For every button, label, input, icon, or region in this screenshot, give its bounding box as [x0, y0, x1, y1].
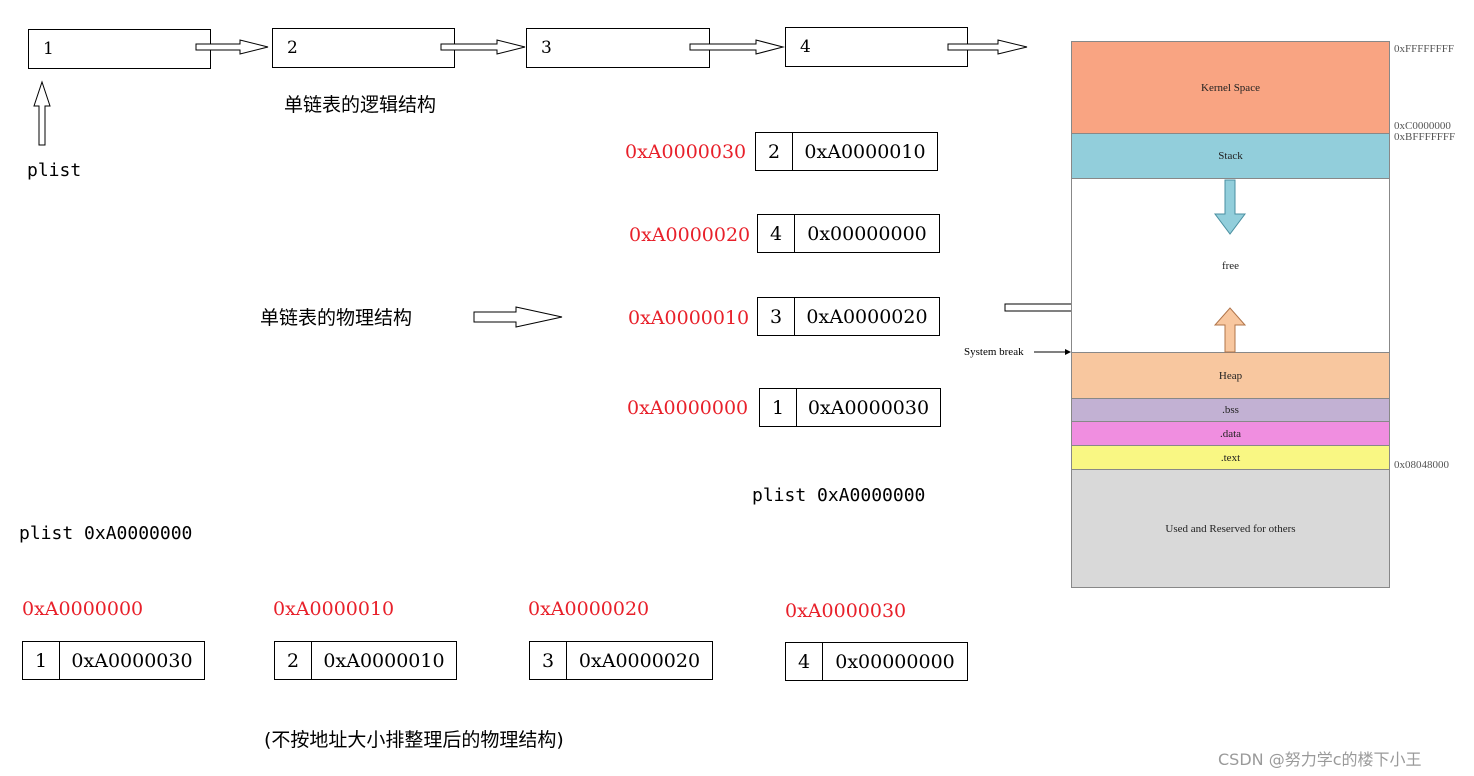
- address-label: 0xA0000000: [627, 397, 749, 419]
- stack-growth-arrow: [1214, 179, 1246, 235]
- address-kernel-base: 0xC0000000: [1394, 120, 1451, 132]
- address-label: 0xA0000030: [785, 600, 907, 622]
- logical-caption: 单链表的逻辑结构: [284, 94, 437, 116]
- memory-node: 4 0x00000000: [757, 214, 940, 253]
- node-next-pointer: 0xA0000010: [804, 140, 926, 163]
- physical-arrow: [473, 306, 563, 328]
- address-label: 0xA0000020: [629, 224, 751, 246]
- segment-data: .data: [1071, 421, 1390, 446]
- address-stack-top: 0xBFFFFFFF: [1394, 131, 1456, 143]
- next-arrow-3: [689, 39, 785, 55]
- memory-node: 3 0xA0000020: [757, 297, 940, 336]
- plist-up-arrow: [33, 80, 51, 146]
- node-next-pointer: 0xA0000010: [323, 649, 445, 672]
- next-arrow-2: [440, 39, 526, 55]
- node-value: 2: [275, 642, 312, 679]
- logical-node-3: 3: [526, 28, 710, 68]
- address-label: 0xA0000010: [273, 598, 395, 620]
- node-next-pointer: 0x00000000: [835, 650, 955, 673]
- node-next-pointer: 0x00000000: [807, 222, 927, 245]
- node-next-pointer: 0xA0000030: [807, 396, 930, 419]
- address-label: 0xA0000010: [628, 307, 750, 329]
- plist-label: plist: [27, 160, 82, 181]
- node-value: 1: [43, 39, 54, 59]
- node-value: 3: [530, 642, 567, 679]
- memory-node: 4 0x00000000: [785, 642, 968, 681]
- heap-growth-arrow: [1213, 307, 1247, 353]
- segment-reserved: Used and Reserved for others: [1071, 469, 1390, 588]
- address-label: 0xA0000020: [528, 598, 650, 620]
- segment-bss: .bss: [1071, 398, 1390, 422]
- address-label: 0xA0000030: [625, 141, 747, 163]
- next-arrow-4: [947, 39, 1028, 55]
- logical-node-1: 1: [28, 29, 211, 69]
- node-value: 3: [758, 298, 795, 335]
- memory-node: 2 0xA0000010: [274, 641, 457, 680]
- physical-caption: 单链表的物理结构: [260, 307, 413, 329]
- node-value: 2: [756, 133, 793, 170]
- address-text-start: 0x08048000: [1394, 459, 1449, 471]
- next-arrow-1: [195, 39, 269, 55]
- node-value: 4: [786, 643, 823, 680]
- node-value: 1: [23, 642, 60, 679]
- node-value: 3: [541, 38, 552, 58]
- node-next-pointer: 0xA0000020: [806, 305, 928, 328]
- plist-address-label: plist 0xA0000000: [19, 523, 193, 544]
- node-value: 4: [800, 37, 811, 57]
- memory-node: 3 0xA0000020: [529, 641, 713, 680]
- memory-node: 1 0xA0000030: [759, 388, 941, 427]
- plist-address-label: plist 0xA0000000: [752, 485, 926, 506]
- memory-node: 1 0xA0000030: [22, 641, 205, 680]
- system-break-label: System break: [964, 346, 1024, 358]
- unsorted-caption: (不按地址大小排整理后的物理结构): [264, 729, 564, 751]
- memory-node: 2 0xA0000010: [755, 132, 938, 171]
- address-top: 0xFFFFFFFF: [1394, 43, 1454, 55]
- segment-text: .text: [1071, 445, 1390, 470]
- node-next-pointer: 0xA0000030: [71, 649, 193, 672]
- logical-node-2: 2: [272, 28, 455, 68]
- address-label: 0xA0000000: [22, 598, 144, 620]
- node-value: 2: [287, 38, 298, 58]
- node-value: 4: [758, 215, 795, 252]
- node-next-pointer: 0xA0000020: [578, 649, 701, 672]
- node-value: 1: [760, 389, 797, 426]
- watermark: CSDN @努力学c的楼下小王: [1218, 750, 1422, 769]
